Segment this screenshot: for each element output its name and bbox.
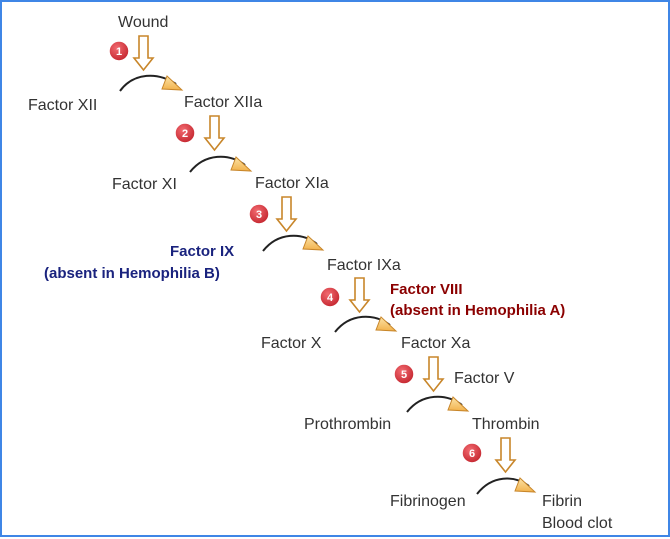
label-factor-xi: Factor XI <box>112 176 177 193</box>
curve-arrow-6 <box>476 477 537 495</box>
step-badge-1: 1 <box>108 40 130 62</box>
label-factor-xiia: Factor XIIa <box>184 94 263 111</box>
down-arrow-1 <box>132 35 155 72</box>
svg-text:3: 3 <box>256 209 262 221</box>
label-factor-ixa: Factor IXa <box>327 257 401 274</box>
curve-arrow-1 <box>119 74 184 92</box>
label-wound: Wound <box>118 14 169 31</box>
curve-arrow-2 <box>189 155 253 173</box>
label-absent-hemophilia-b: (absent in Hemophilia B) <box>44 265 220 282</box>
label-factor-viii: Factor VIII <box>390 281 463 298</box>
curve-arrow-5 <box>406 395 470 413</box>
svg-text:5: 5 <box>401 369 407 381</box>
svg-text:2: 2 <box>182 128 188 140</box>
step-badge-3: 3 <box>248 203 270 225</box>
step-badge-6: 6 <box>461 442 483 464</box>
label-factor-ix: Factor IX <box>170 243 235 260</box>
label-prothrombin: Prothrombin <box>304 416 392 433</box>
curve-arrow-4 <box>334 315 398 333</box>
label-factor-v: Factor V <box>454 370 515 387</box>
label-absent-hemophilia-a: (absent in Hemophilia A) <box>390 302 566 319</box>
step-badge-4: 4 <box>319 286 341 308</box>
svg-text:4: 4 <box>327 292 334 304</box>
down-arrow-5 <box>422 356 445 393</box>
step-badge-2: 2 <box>174 122 196 144</box>
label-blood-clot: Blood clot <box>542 515 613 532</box>
curve-arrow-3 <box>262 234 325 252</box>
down-arrow-2 <box>203 115 226 152</box>
label-factor-xa: Factor Xa <box>401 335 471 352</box>
down-arrow-6 <box>494 437 517 474</box>
label-factor-x: Factor X <box>261 335 322 352</box>
label-thrombin: Thrombin <box>472 416 540 433</box>
down-arrow-3 <box>275 196 298 233</box>
svg-text:6: 6 <box>469 448 475 460</box>
label-factor-xii: Factor XII <box>28 97 98 114</box>
label-fibrinogen: Fibrinogen <box>390 493 466 510</box>
label-fibrin: Fibrin <box>542 493 583 510</box>
svg-text:1: 1 <box>116 46 122 58</box>
step-badge-5: 5 <box>393 363 415 385</box>
label-factor-xia: Factor XIa <box>255 175 329 192</box>
down-arrow-4 <box>348 277 371 314</box>
